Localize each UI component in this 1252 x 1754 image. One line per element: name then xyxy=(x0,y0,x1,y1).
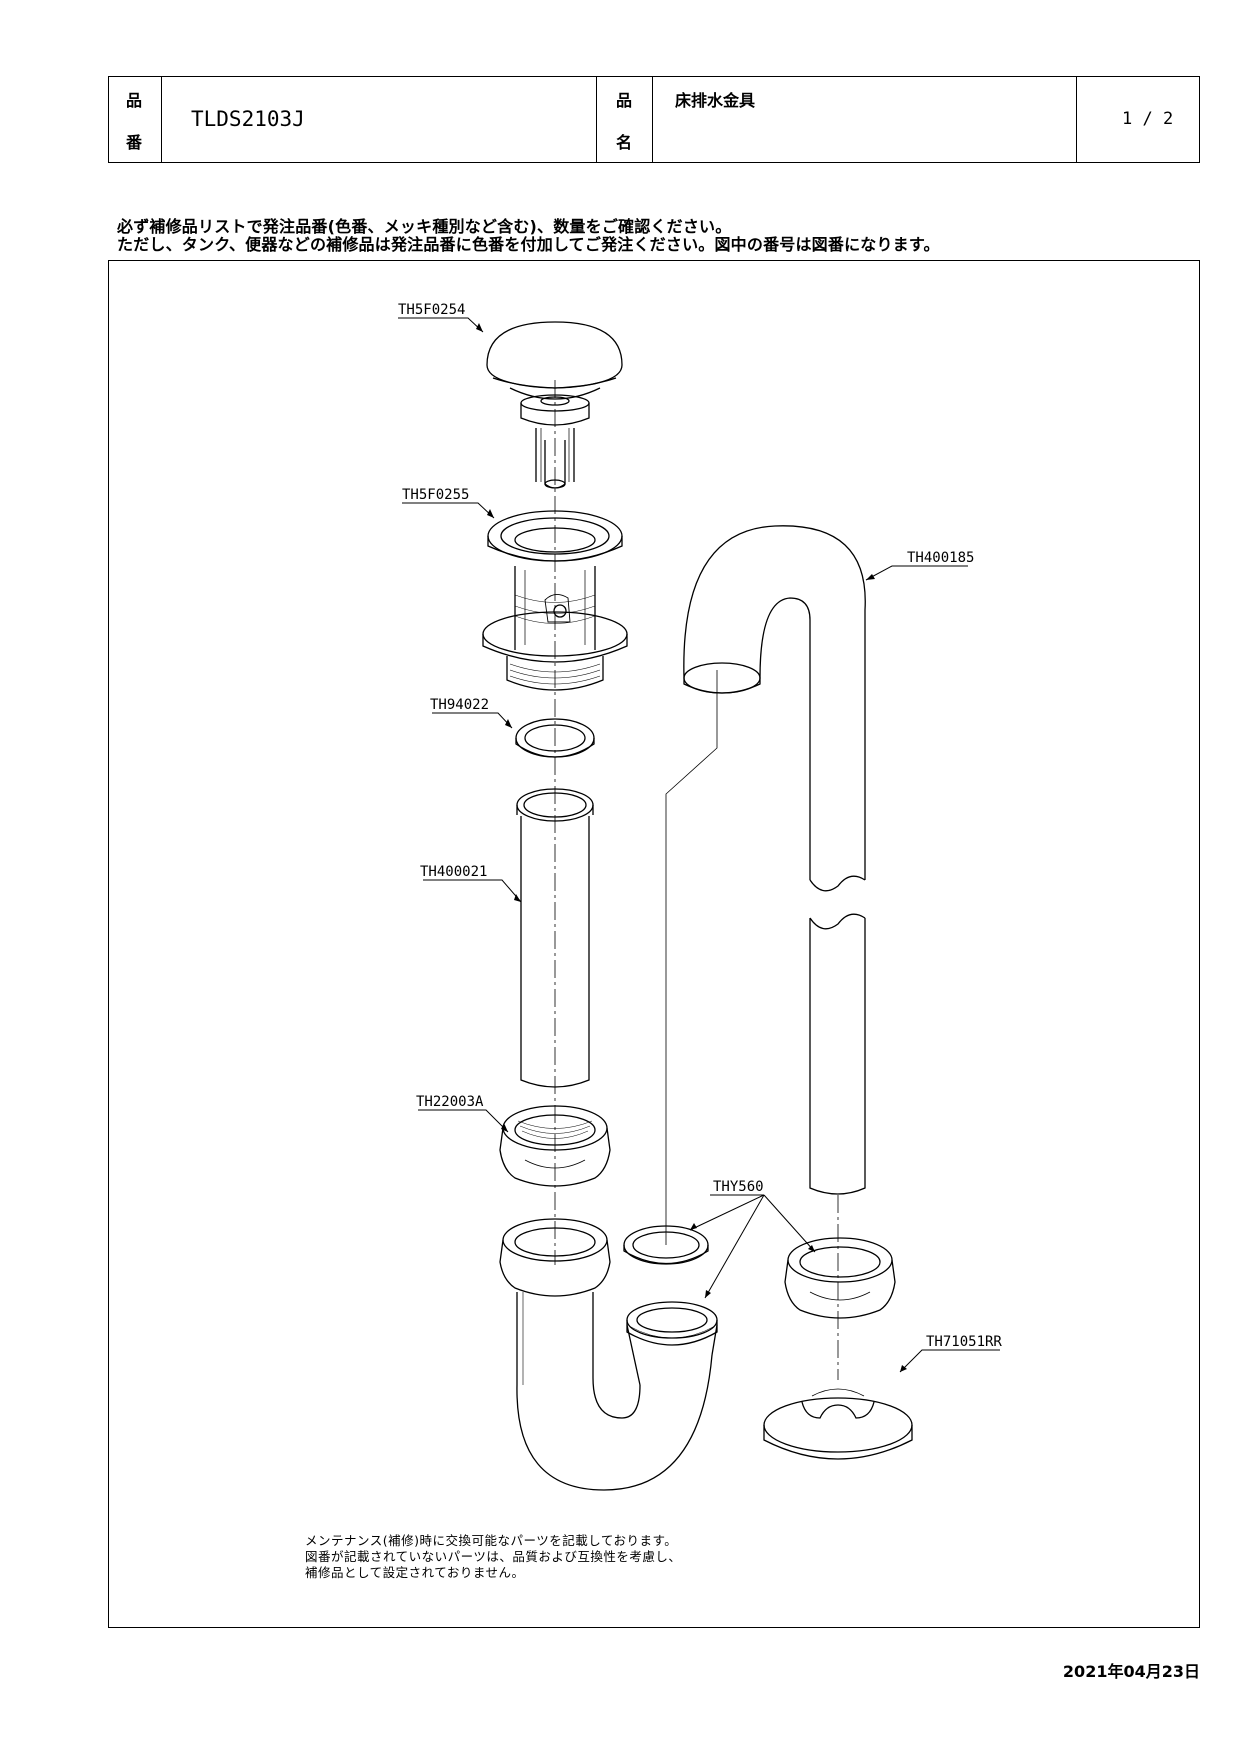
header-divider xyxy=(1076,77,1077,162)
escutcheon-part xyxy=(763,1388,913,1460)
order-note-1: 必ず補修品リストで発注品番(色番、メッキ種別など含む)、数量をご確認ください。 xyxy=(117,217,732,236)
product-number: TLDS2103J xyxy=(191,107,305,131)
hinban-label-top: 品 xyxy=(126,91,143,110)
hinmei-label-bottom: 名 xyxy=(616,133,633,152)
part-label-body: TH5F0255 xyxy=(402,487,469,503)
maintenance-note-3: 補修品として設定されておりません。 xyxy=(305,1565,525,1580)
hinmei-label-top: 品 xyxy=(616,91,633,110)
part-label-flange: TH71051RR xyxy=(926,1334,1002,1350)
part-label-tube: TH400021 xyxy=(420,864,487,880)
order-note-2: ただし、タンク、便器などの補修品は発注品番に色番を付加してご発注ください。図中の… xyxy=(117,235,940,254)
drain-body-part xyxy=(482,510,628,691)
maintenance-note-1: メンテナンス(補修)時に交換可能なパーツを記載しております。 xyxy=(305,1533,678,1548)
maintenance-note-2: 図番が記載されていないパーツは、品質および互換性を考慮し、 xyxy=(305,1549,682,1564)
page-number: 1 / 2 xyxy=(1122,109,1174,129)
part-label-washer: TH94022 xyxy=(430,697,489,713)
header-divider xyxy=(652,77,653,162)
part-label-packing: THY560 xyxy=(713,1179,764,1195)
wall-nut-part xyxy=(784,1237,896,1319)
part-label-trap-bend: TH400185 xyxy=(907,550,974,566)
cap-part xyxy=(486,321,623,489)
part-label-cap: TH5F0254 xyxy=(398,302,465,318)
header-table: 品 番 TLDS2103J 品 名 床排水金具 1 / 2 xyxy=(108,76,1200,163)
tube-part xyxy=(516,788,594,1088)
j-bend-part xyxy=(683,525,866,1195)
drawing-frame xyxy=(108,260,1200,1628)
trap-lower-part xyxy=(499,1218,718,1491)
washer-part xyxy=(515,718,595,758)
header-divider xyxy=(596,77,597,162)
hinban-label-bottom: 番 xyxy=(126,133,143,152)
issue-date: 2021年04月23日 xyxy=(1062,1662,1200,1681)
product-name: 床排水金具 xyxy=(675,91,756,110)
header-divider xyxy=(161,77,162,162)
part-label-nut: TH22003A xyxy=(416,1094,484,1110)
